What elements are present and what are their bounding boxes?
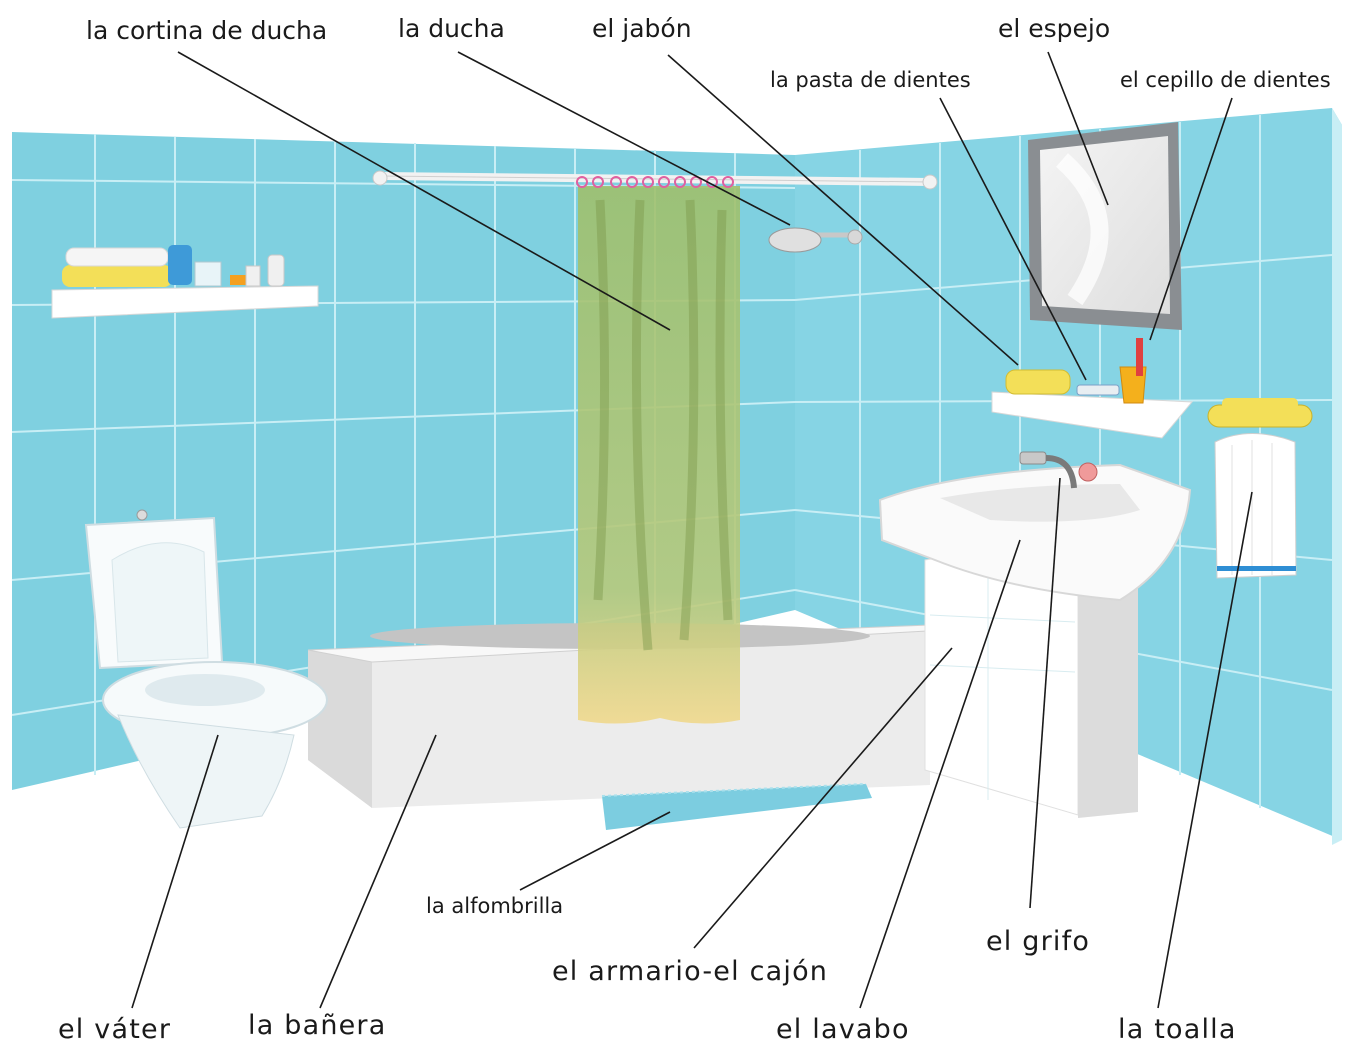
sink-shelf — [991, 338, 1194, 439]
mirror — [1028, 122, 1182, 330]
label-sink: el lavabo — [776, 1014, 910, 1045]
label-shower: la ducha — [398, 14, 505, 43]
leader-bath-mat — [519, 811, 671, 891]
leader-towel — [1157, 491, 1253, 1009]
shower-rod — [372, 170, 938, 190]
label-cabinet-drawer: el armario-el cajón — [552, 956, 829, 987]
towel-rack — [1207, 398, 1313, 579]
leader-cabinet — [693, 647, 953, 949]
leader-tap — [1029, 477, 1061, 909]
leader-lines — [131, 51, 1253, 1009]
leader-shower-curtain — [177, 51, 671, 331]
leader-soap — [667, 54, 1019, 366]
label-toothpaste: la pasta de dientes — [770, 68, 971, 92]
label-mirror: el espejo — [998, 14, 1111, 43]
label-soap: el jabón — [592, 14, 692, 43]
towel — [1214, 433, 1297, 579]
wall-shelf — [51, 245, 319, 319]
label-tap: el grifo — [986, 926, 1091, 957]
shower-curtain — [576, 176, 740, 724]
leader-shower — [457, 51, 791, 226]
leader-bathtub — [319, 734, 437, 1009]
leader-toilet — [131, 734, 219, 1009]
sink — [878, 451, 1192, 818]
label-bathtub: la bañera — [248, 1010, 387, 1041]
bath-mat — [601, 783, 872, 830]
label-toilet: el váter — [58, 1014, 172, 1045]
label-bath-mat: la alfombrilla — [426, 894, 564, 918]
tap — [1019, 451, 1098, 489]
leader-sink — [859, 539, 1021, 1009]
label-shower-curtain: la cortina de ducha — [86, 16, 328, 45]
leader-toothbrush — [1149, 97, 1233, 341]
label-towel: la toalla — [1118, 1014, 1237, 1045]
shower-head — [768, 227, 863, 253]
label-toothbrush: el cepillo de dientes — [1120, 68, 1331, 92]
leader-toothpaste — [939, 97, 1087, 381]
leader-mirror — [1047, 51, 1109, 206]
